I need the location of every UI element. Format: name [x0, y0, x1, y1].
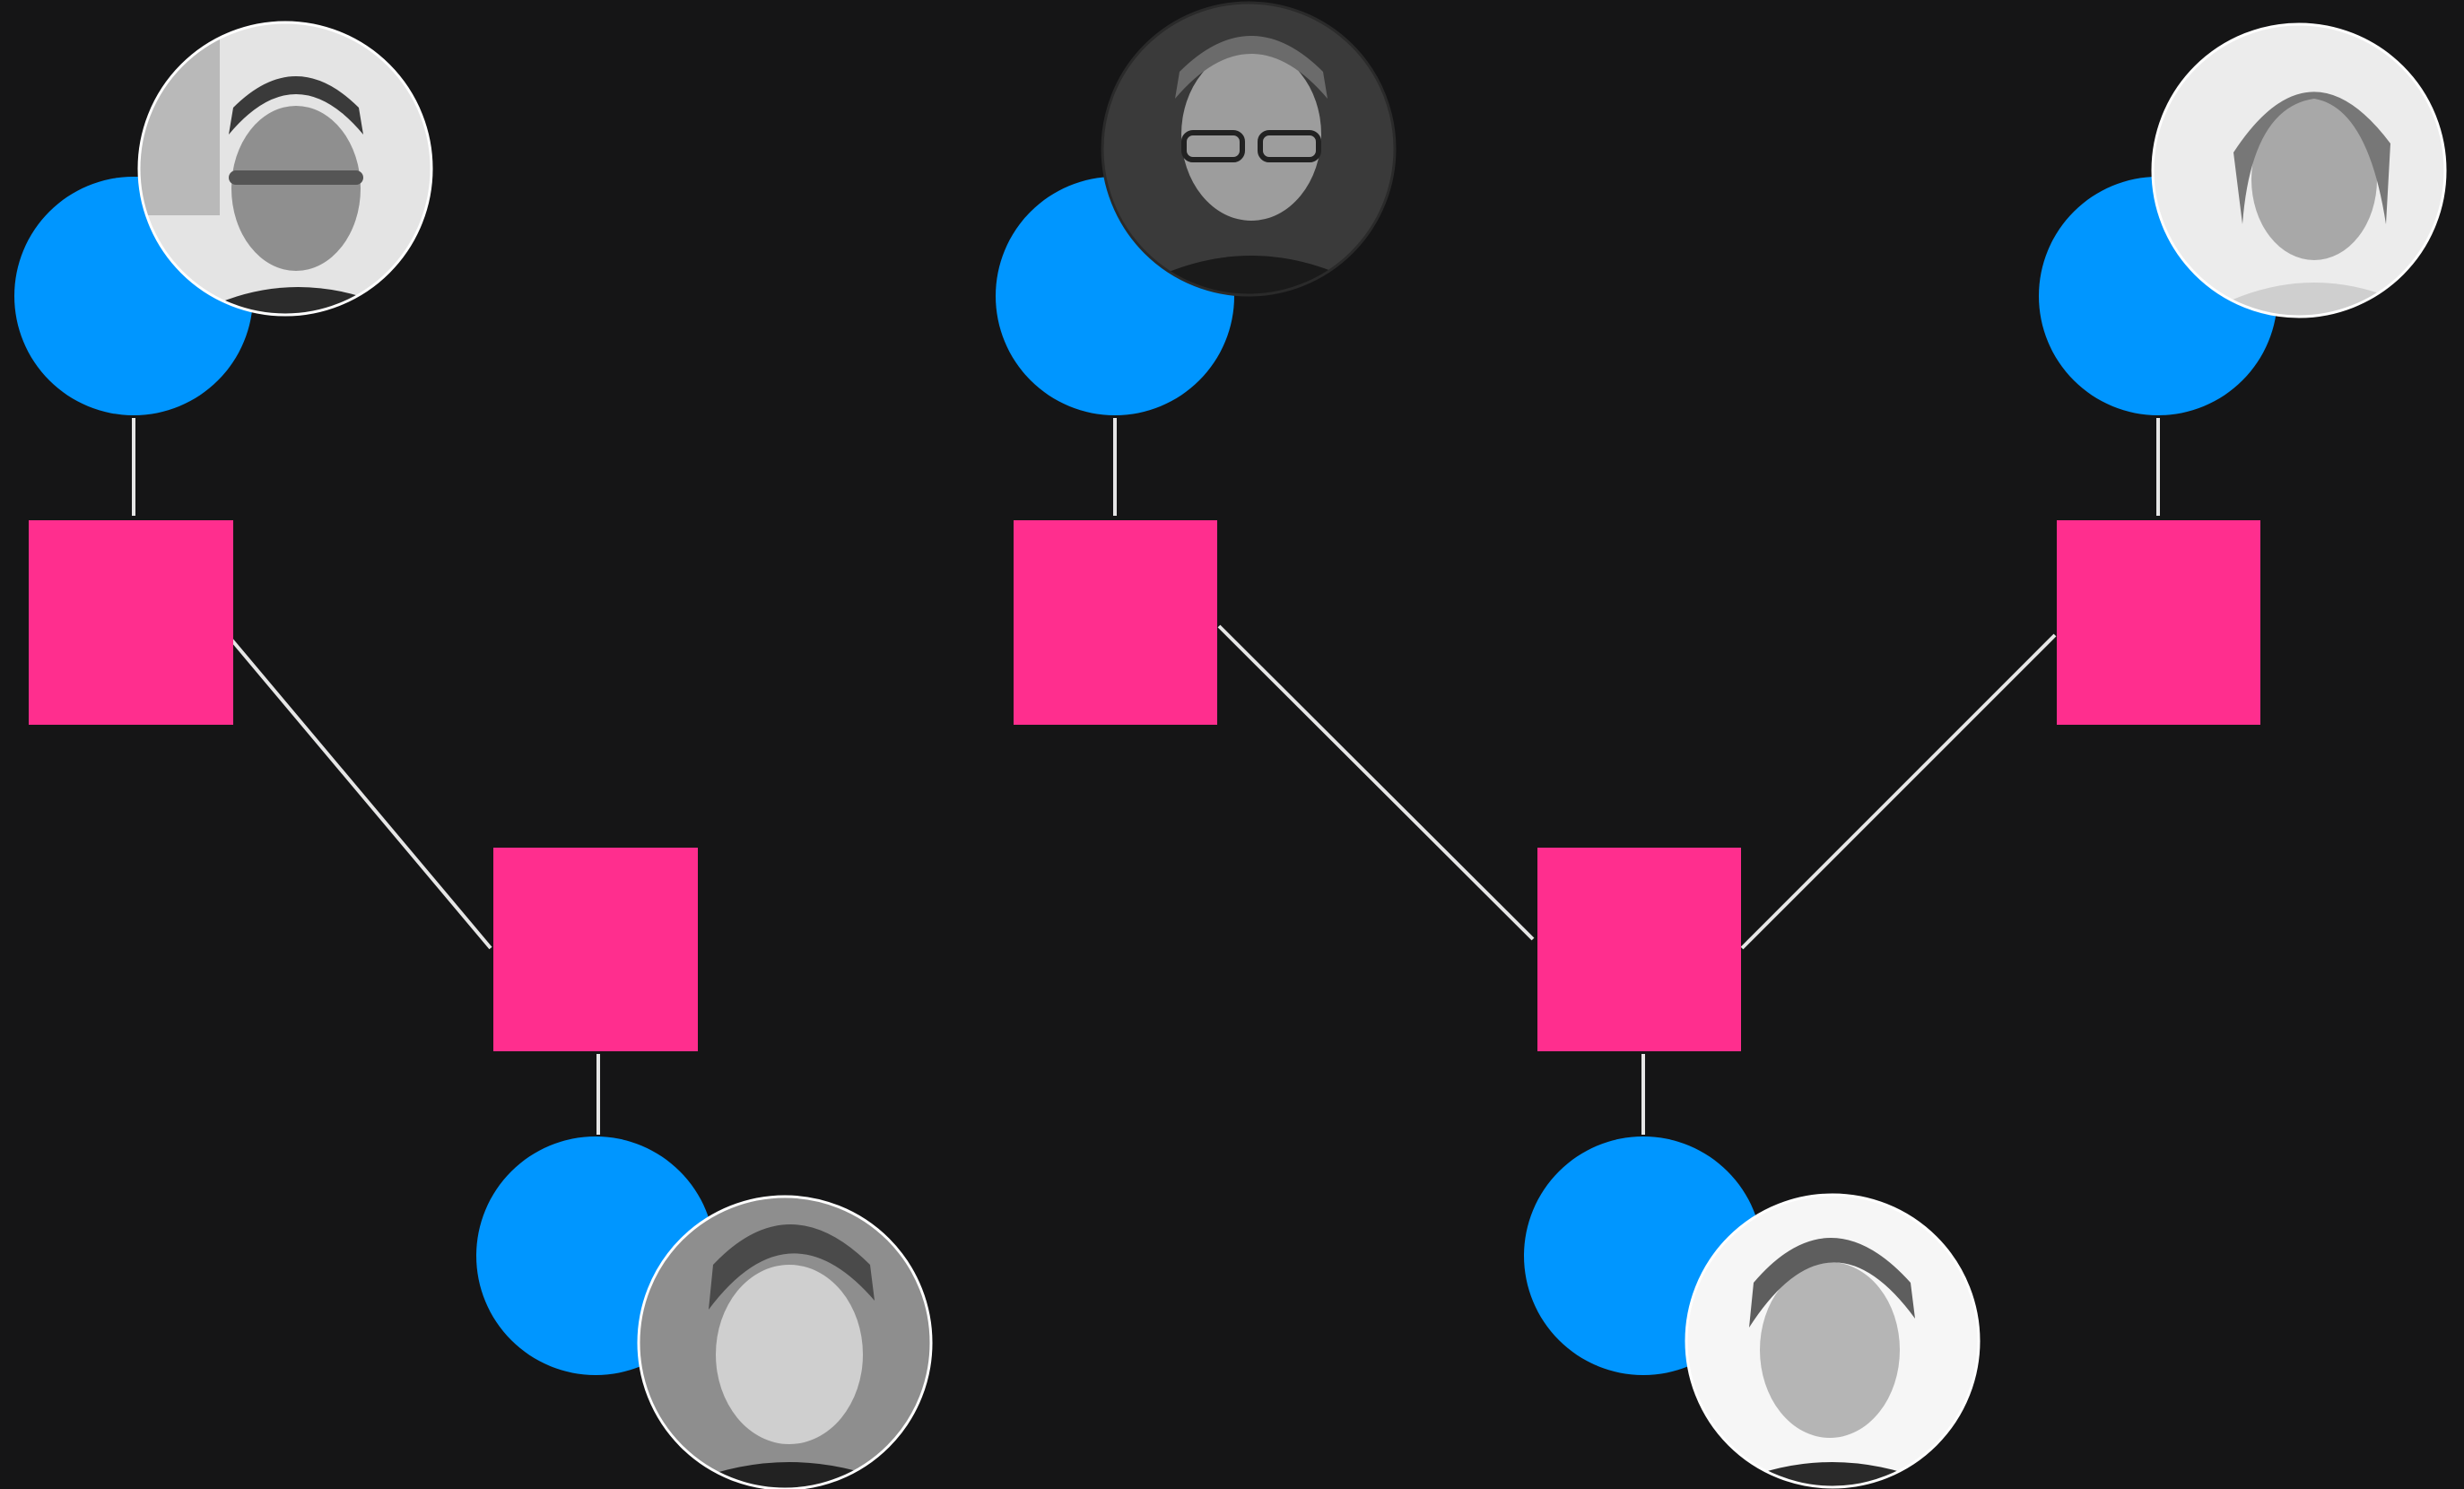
group-node-g4[interactable] [493, 848, 698, 1051]
person-nodes [14, 177, 2277, 1375]
avatar-photo-ring [1685, 1193, 1981, 1489]
avatar-photo-ring [637, 1195, 933, 1489]
avatar-photo-ring [1101, 1, 1397, 297]
edge-g3-g5 [1740, 633, 2057, 950]
edge-g2-g5 [1217, 624, 1535, 941]
edge-g1-g4 [230, 638, 492, 950]
group-node-g1[interactable] [29, 520, 233, 725]
edges [132, 418, 2160, 1135]
avatar-photo-ring [137, 21, 433, 317]
group-node-g2[interactable] [1014, 520, 1217, 725]
avatar-photo-ring [2151, 22, 2447, 318]
avatar-p4 [637, 1195, 933, 1489]
group-node-g3[interactable] [2057, 520, 2260, 725]
avatar-p5 [1685, 1193, 1981, 1489]
avatar-p3 [2151, 22, 2447, 318]
group-node-g5[interactable] [1537, 848, 1741, 1051]
group-nodes [29, 520, 2260, 1051]
avatar-p2 [1101, 1, 1397, 297]
